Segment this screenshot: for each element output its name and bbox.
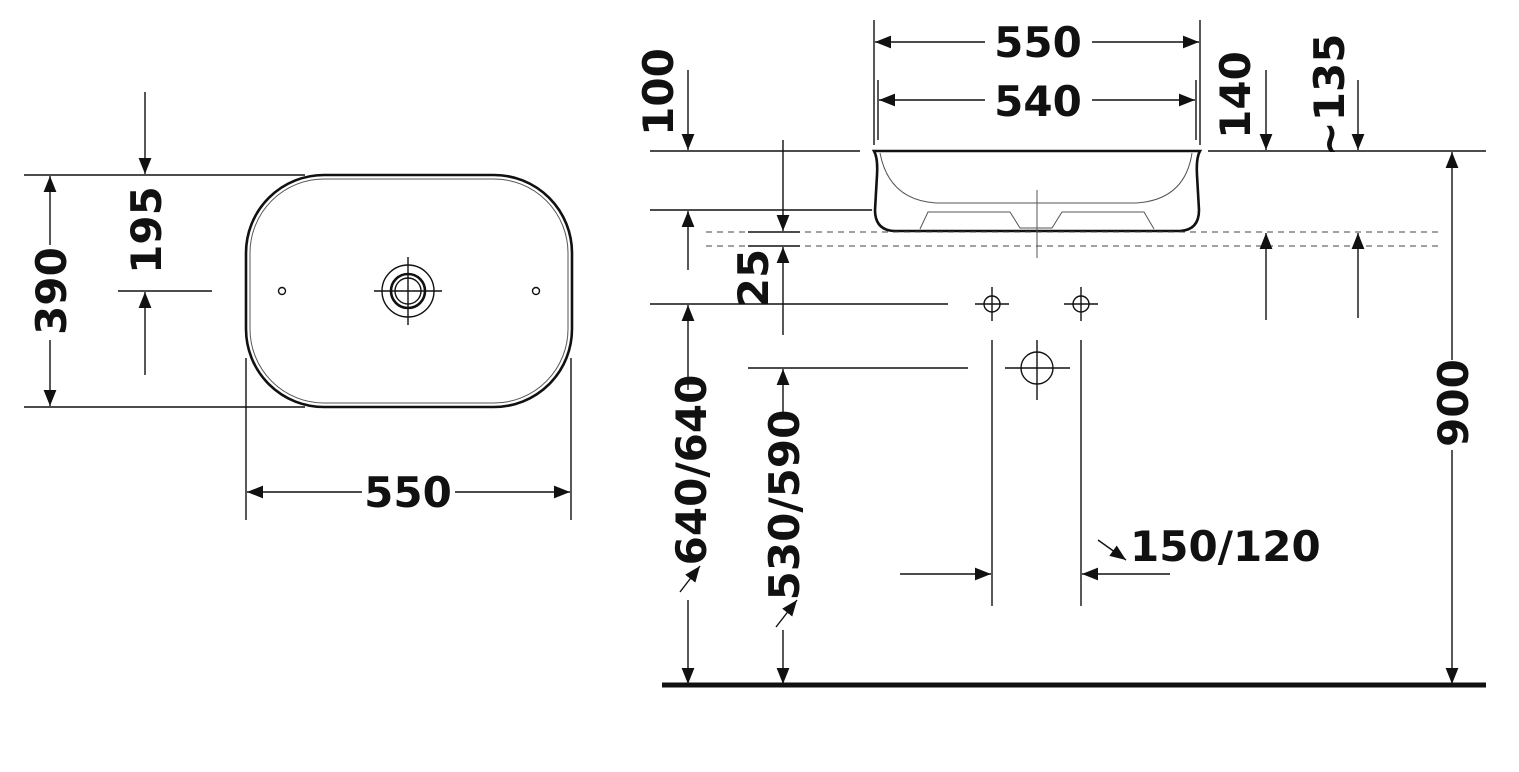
- waste-height-label: 530/590: [760, 410, 809, 601]
- drain-icon: [374, 257, 442, 325]
- basin-outline-side: [871, 149, 1203, 233]
- trap-spacing-label: 150/120: [1130, 522, 1321, 571]
- basin-foot: [919, 211, 1155, 230]
- side-outer-width-label: 550: [994, 18, 1082, 67]
- top-depth-label: 390: [27, 247, 76, 335]
- overflow-hole-left: [277, 286, 287, 296]
- basin-outline-top: [244, 173, 574, 409]
- rim-height-label: 900: [1429, 359, 1478, 447]
- base-thickness-label: 25: [729, 249, 778, 307]
- rim-to-tap-label: 100: [634, 48, 683, 136]
- bowl-height-floor-label: 640/640: [667, 375, 716, 566]
- supply-pipe-right-icon: [1064, 287, 1098, 321]
- supply-pipe-left-icon: [975, 287, 1009, 321]
- bowl-height-label: 140: [1211, 51, 1260, 139]
- side-inner-width-label: 540: [994, 77, 1082, 126]
- basin-inner-outline-top: [249, 178, 569, 404]
- top-view: 390 195 550: [24, 92, 574, 520]
- side-view: 550 540 100 140 ~135 25: [634, 18, 1486, 688]
- top-width-label: 550: [364, 468, 452, 517]
- overflow-hole-right: [531, 286, 541, 296]
- drain-offset-label: 195: [122, 186, 171, 274]
- waste-outlet-icon: [1005, 340, 1070, 400]
- basin-inner-profile: [879, 152, 1193, 204]
- approx-height-label: ~135: [1305, 34, 1354, 157]
